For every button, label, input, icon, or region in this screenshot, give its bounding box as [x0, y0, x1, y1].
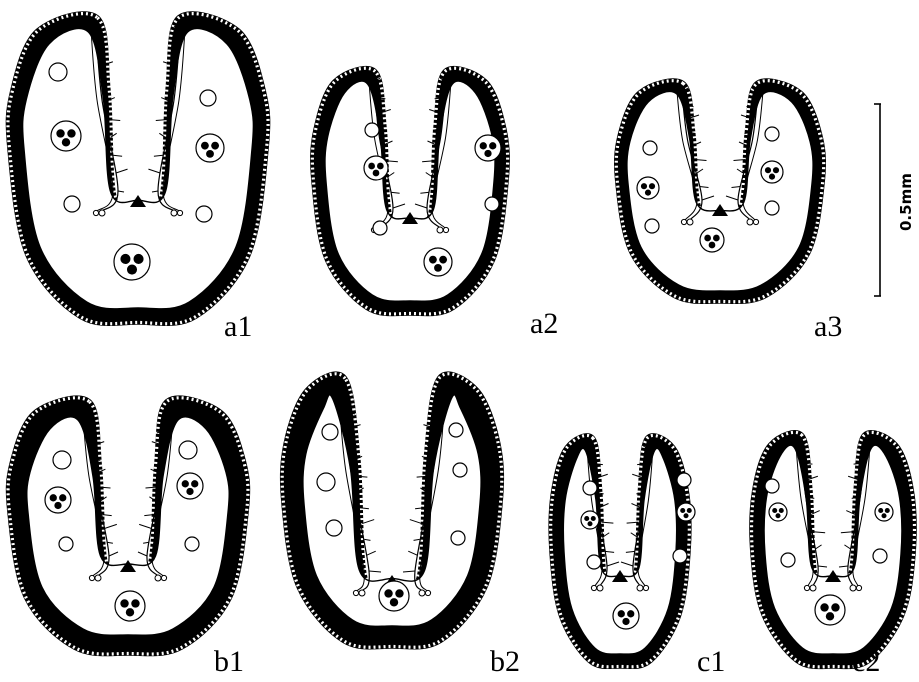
panel-label-c2: c2 [852, 645, 880, 678]
panel-label-b2: b2 [490, 645, 520, 678]
section-a2 [311, 67, 509, 316]
panel-label-a1: a1 [224, 310, 252, 343]
section-c2 [750, 431, 916, 669]
section-b1 [7, 396, 250, 655]
panel-label-a3: a3 [814, 310, 842, 343]
section-a3 [615, 79, 826, 303]
panel-label-a2: a2 [530, 307, 558, 340]
section-a1 [6, 12, 269, 325]
panel-label-c1: c1 [697, 645, 725, 678]
section-c1 [549, 434, 695, 668]
scale-bar: 0.5mm [874, 104, 915, 296]
panel-label-b1: b1 [214, 645, 244, 678]
scale-bar-label: 0.5mm [897, 173, 915, 231]
section-b2 [281, 372, 504, 649]
